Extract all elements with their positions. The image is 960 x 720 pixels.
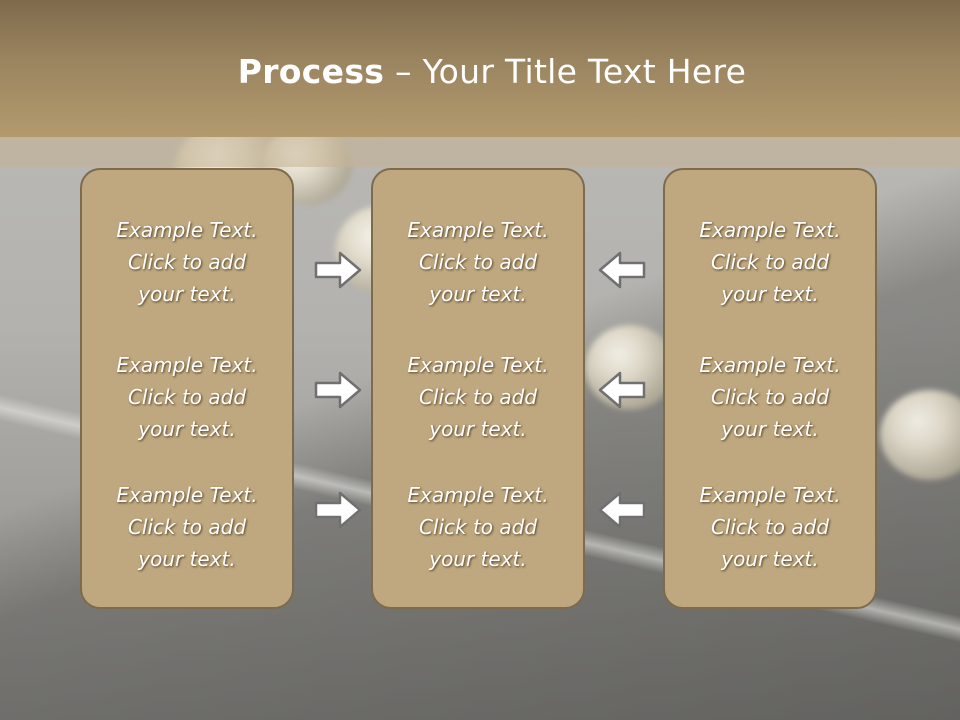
- text-line: Click to add: [418, 515, 538, 539]
- text-block[interactable]: Example Text. Click to add your text.: [373, 214, 583, 310]
- text-line: Example Text.: [699, 218, 841, 242]
- text-line: Click to add: [127, 385, 247, 409]
- text-line: your text.: [429, 282, 527, 306]
- text-line: Example Text.: [116, 353, 258, 377]
- text-line: your text.: [138, 417, 236, 441]
- text-line: your text.: [138, 282, 236, 306]
- text-line: Click to add: [710, 385, 830, 409]
- text-block[interactable]: Example Text. Click to add your text.: [82, 479, 292, 575]
- text-line: Example Text.: [699, 483, 841, 507]
- text-block[interactable]: Example Text. Click to add your text.: [373, 479, 583, 575]
- text-line: Click to add: [418, 385, 538, 409]
- text-line: Click to add: [710, 515, 830, 539]
- arrow-left-icon: [598, 371, 646, 409]
- text-block[interactable]: Example Text. Click to add your text.: [82, 214, 292, 310]
- title-rest: – Your Title Text Here: [384, 52, 747, 91]
- text-block[interactable]: Example Text. Click to add your text.: [665, 349, 875, 445]
- process-box-center[interactable]: Example Text. Click to add your text. Ex…: [371, 168, 585, 609]
- background-pearl: [880, 390, 960, 480]
- text-line: Click to add: [127, 250, 247, 274]
- process-box-left[interactable]: Example Text. Click to add your text. Ex…: [80, 168, 294, 609]
- text-line: your text.: [721, 282, 819, 306]
- text-line: Example Text.: [699, 353, 841, 377]
- title-bar-strip: [0, 137, 960, 167]
- text-line: your text.: [721, 417, 819, 441]
- arrow-right-icon: [314, 491, 362, 529]
- arrow-right-icon: [314, 371, 362, 409]
- text-line: Click to add: [418, 250, 538, 274]
- text-line: your text.: [138, 547, 236, 571]
- text-line: your text.: [429, 417, 527, 441]
- arrow-left-icon: [598, 491, 646, 529]
- text-line: Example Text.: [407, 483, 549, 507]
- text-line: your text.: [721, 547, 819, 571]
- text-line: Click to add: [710, 250, 830, 274]
- text-line: Example Text.: [407, 218, 549, 242]
- text-block[interactable]: Example Text. Click to add your text.: [82, 349, 292, 445]
- text-line: Example Text.: [407, 353, 549, 377]
- text-line: your text.: [429, 547, 527, 571]
- text-line: Example Text.: [116, 483, 258, 507]
- process-box-right[interactable]: Example Text. Click to add your text. Ex…: [663, 168, 877, 609]
- title-bold: Process: [237, 52, 385, 91]
- slide-title[interactable]: Process – Your Title Text Here: [0, 52, 960, 91]
- text-block[interactable]: Example Text. Click to add your text.: [665, 479, 875, 575]
- text-block[interactable]: Example Text. Click to add your text.: [665, 214, 875, 310]
- arrow-right-icon: [314, 251, 362, 289]
- arrow-left-icon: [598, 251, 646, 289]
- text-block[interactable]: Example Text. Click to add your text.: [373, 349, 583, 445]
- text-line: Click to add: [127, 515, 247, 539]
- text-line: Example Text.: [116, 218, 258, 242]
- title-bar: [0, 0, 960, 137]
